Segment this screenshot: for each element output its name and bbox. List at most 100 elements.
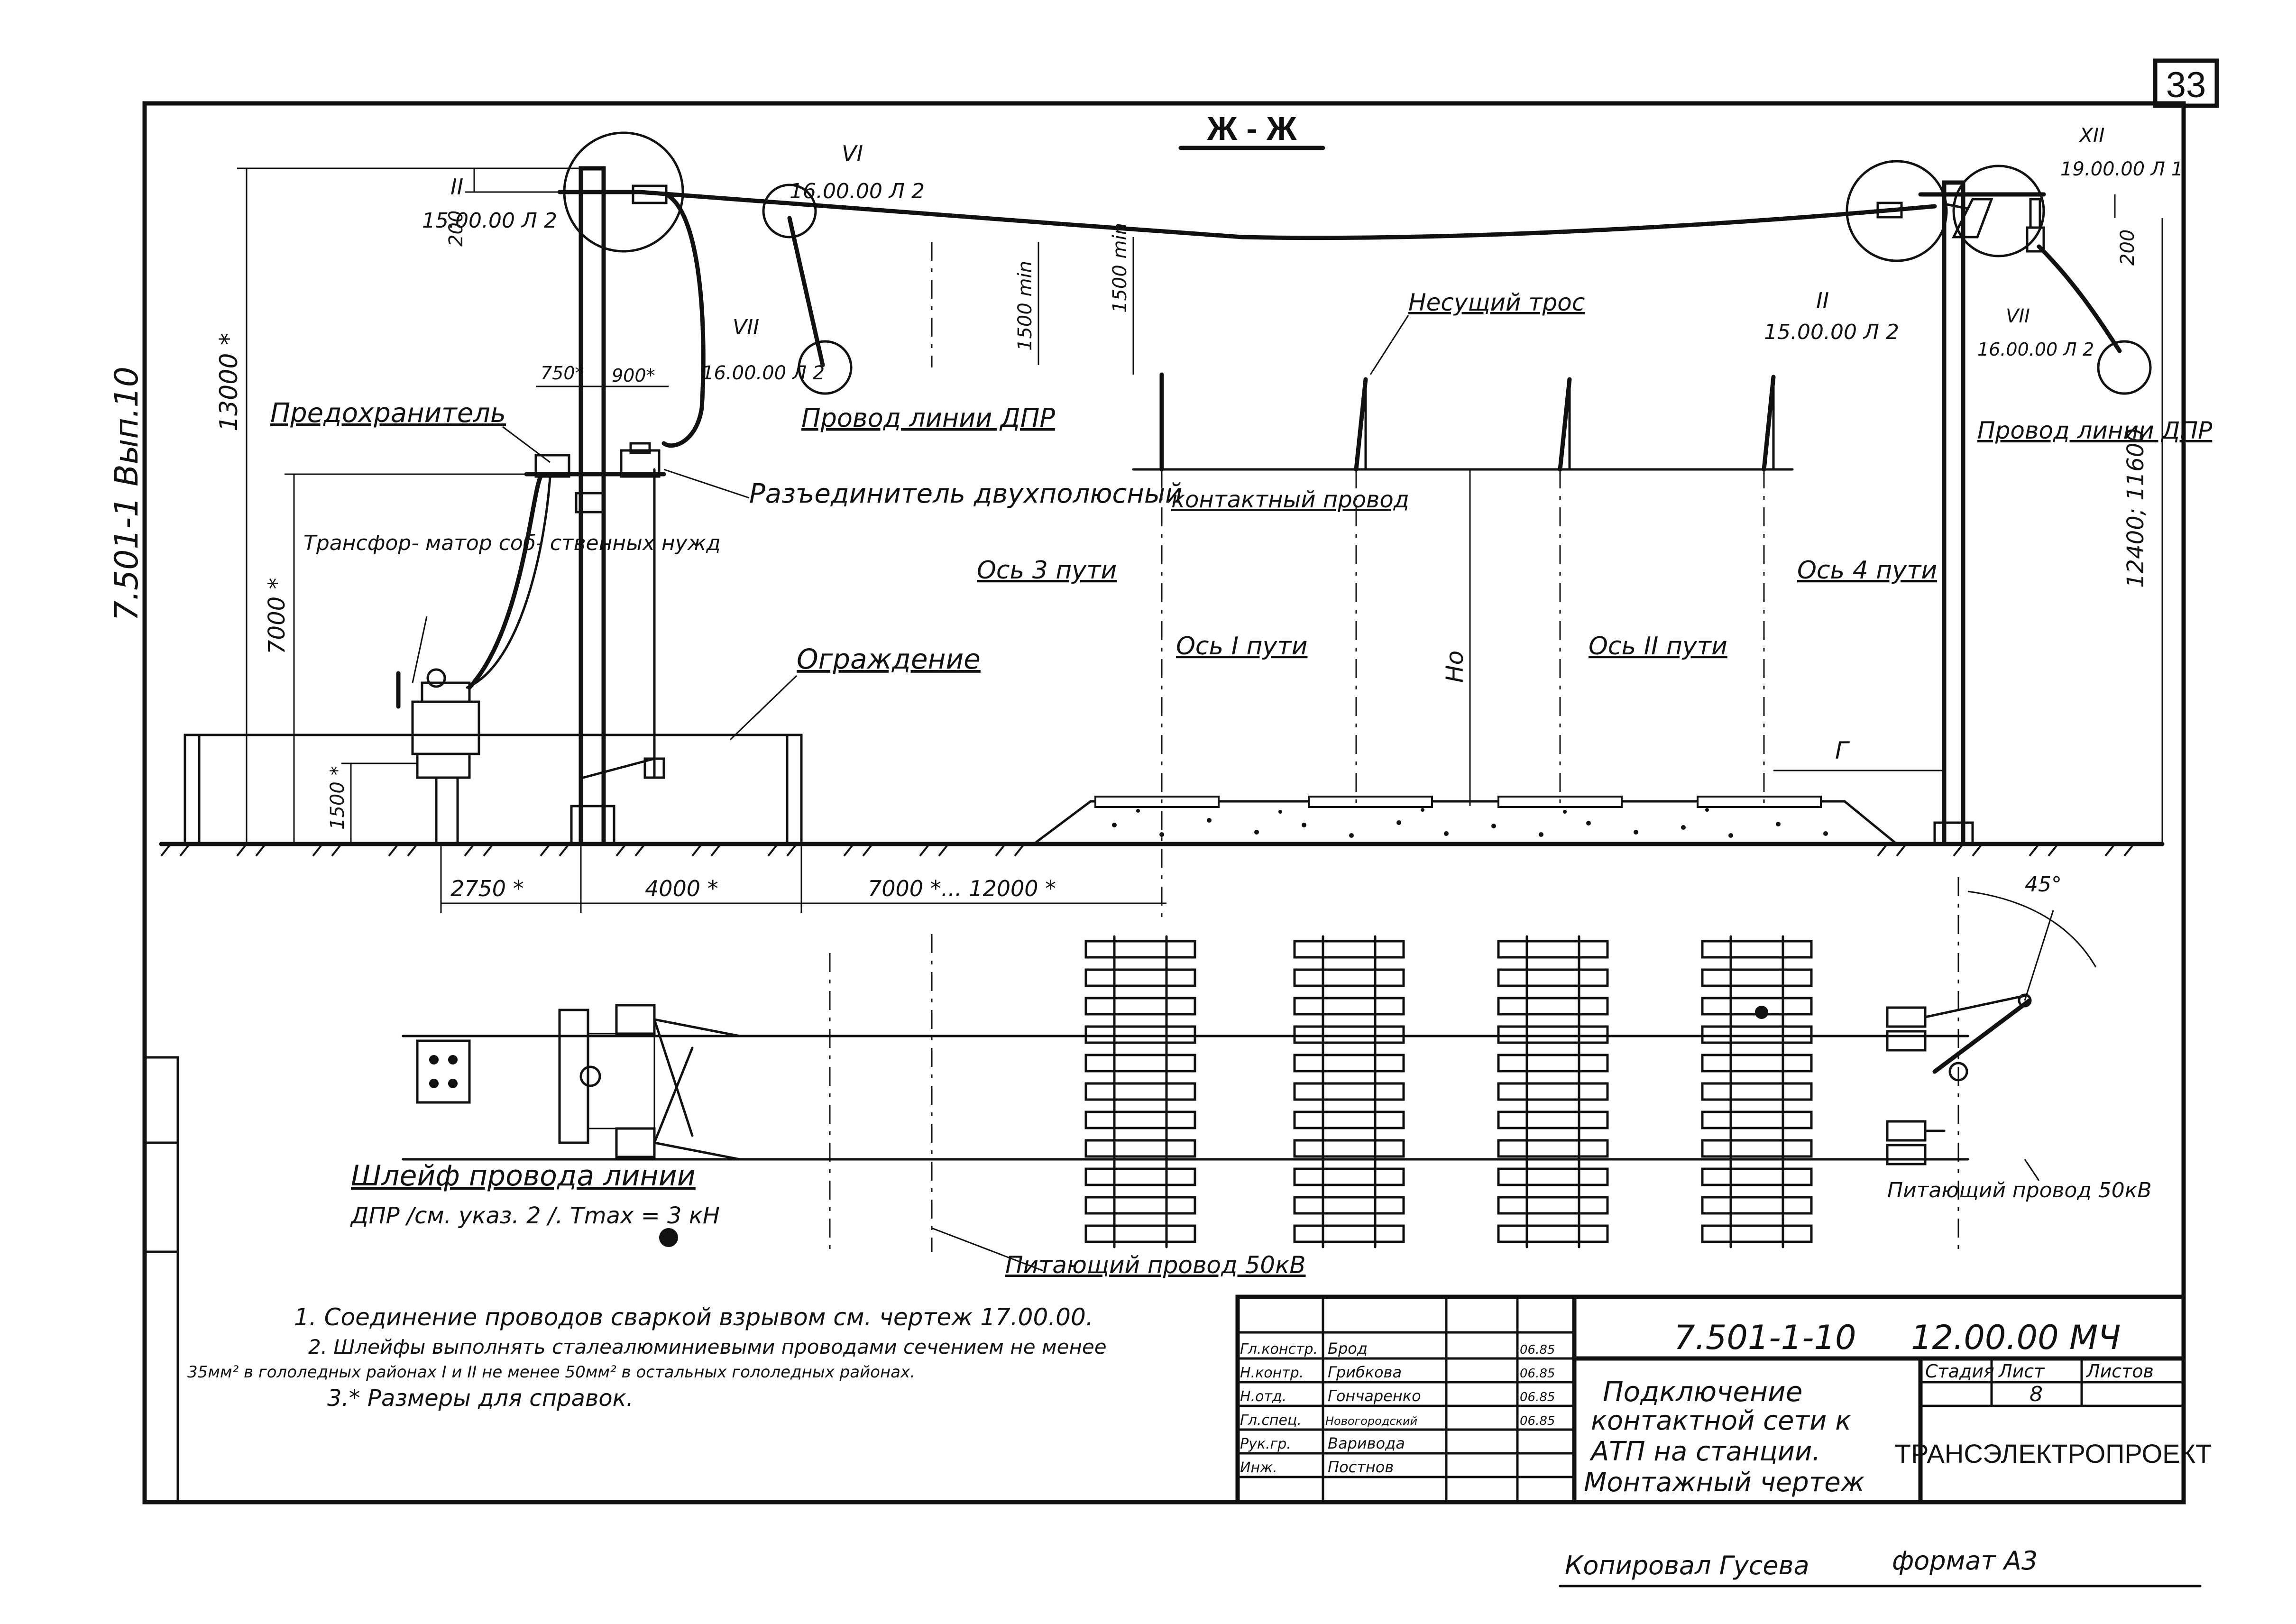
side-code: 7.501-1 Вып.10	[108, 367, 146, 621]
tb-drawing-code: 12.00.00 МЧ	[1911, 1318, 2121, 1357]
tb-title-4: Монтажный чертеж	[1584, 1467, 1864, 1498]
fuse-label: Предохранитель	[270, 398, 506, 429]
tb-title-3: АТП на станции.	[1589, 1436, 1820, 1467]
dim-1500min-a: 1500 min	[1014, 261, 1036, 351]
disconnector-label: Разъединитель двухполюсный	[749, 478, 1183, 509]
dim-12400: 12400; 11600	[2122, 428, 2149, 588]
dim-4000: 4000 *	[645, 876, 718, 901]
notes: 1. Соединение проводов сваркой взрывом с…	[187, 1303, 1107, 1412]
axis2-label: Ось II пути	[1589, 632, 1727, 661]
title-block: 7.501-1-10 12.00.00 МЧ Подключение конта…	[1235, 1294, 2212, 1505]
dpr-line-left-label: Провод линии ДПР	[801, 403, 1055, 433]
axis1-label: Ось I пути	[1176, 632, 1307, 661]
section-label-group: Ж - Ж	[1178, 110, 1325, 150]
dim-angle45: 45°	[2025, 872, 2062, 897]
bottom-dimension-line	[440, 844, 1166, 913]
feeder-wire	[557, 190, 1937, 240]
dim-200-left: 200	[445, 211, 467, 247]
track-rails	[1094, 796, 1822, 808]
right-callout-code: 15.00.00 Л 2	[1764, 320, 1899, 344]
left-dimensions	[237, 167, 2163, 844]
drawing-labels: II 15.00.00 Л 2 VI 16.00.00 Л 2 VII 16.0…	[270, 124, 2213, 1279]
far2-callout-code: 16.00.00 Л 2	[1977, 339, 2094, 360]
tb-name-4: Варивода	[1328, 1434, 1405, 1452]
tb-sheets-hdr: Листов	[2085, 1361, 2154, 1382]
left-mast	[524, 166, 666, 846]
dim-2750: 2750 *	[450, 876, 524, 901]
feeder-right-label: Питающий провод 50кВ	[1887, 1178, 2152, 1202]
note-2: 2. Шлейфы выполнять сталеалюминиевыми пр…	[308, 1335, 1107, 1358]
tb-title-1: Подключение	[1603, 1376, 1802, 1408]
tb-sheet-val: 8	[2030, 1382, 2043, 1406]
catenary-droppers	[1132, 372, 1794, 472]
loop-label-2: ДПР /см. указ. 2 /. Tmax = 3 кН	[350, 1202, 720, 1229]
callout-circles	[563, 131, 2152, 395]
dim-900: 900*	[612, 365, 655, 386]
ballast-prism	[1030, 796, 1901, 845]
g-label: Г	[1835, 737, 1850, 764]
dpr-line-right-label: Провод линии ДПР	[1977, 417, 2213, 444]
left-callout-code: 15.00.00 Л 2	[422, 209, 557, 233]
contact-wire-label: контактный провод	[1171, 486, 1409, 513]
feeder-bottom-label: Питающий провод 50кВ	[1005, 1251, 1306, 1279]
right-mast	[1876, 180, 2046, 846]
tb-role-3: Гл.спец.	[1240, 1412, 1302, 1429]
tb-name-0: Брод	[1328, 1340, 1368, 1358]
tb-role-1: Н.контр.	[1240, 1365, 1304, 1381]
tb-doc-code: 7.501-1-10	[1674, 1318, 1856, 1357]
axis3-label: Ось 3 пути	[977, 556, 1117, 585]
tb-name-5: Постнов	[1328, 1458, 1394, 1476]
fence-label: Ограждение	[797, 643, 981, 675]
tie-blocks	[1084, 935, 1813, 1248]
top-callout-num: VI	[842, 141, 863, 166]
copied-by: Копировал Гусева	[1565, 1551, 1809, 1580]
left-callout-num: II	[450, 174, 463, 200]
tb-role-5: Инж.	[1240, 1459, 1277, 1476]
tb-role-2: Н.отд.	[1240, 1388, 1286, 1405]
tb-stage-hdr: Стадия	[1925, 1361, 1994, 1382]
note-3: 3.* Размеры для справок.	[327, 1385, 634, 1412]
dim-1500min-b: 1500 min	[1109, 223, 1131, 313]
dimension-texts: 13000 * 7000 * 1500 * 12400; 11600 200 2…	[215, 211, 2149, 901]
tb-date-2: 06.85	[1520, 1390, 1555, 1404]
dim-7000-12000: 7000 *... 12000 *	[868, 876, 1056, 901]
dpr-drop-right	[2037, 244, 2122, 353]
dim-1500: 1500 *	[327, 766, 349, 830]
axis4-label: Ось 4 пути	[1797, 556, 1937, 585]
plan-view	[402, 877, 2097, 1272]
tb-name-3: Новогородский	[1325, 1414, 1417, 1428]
tb-name-1: Грибкова	[1328, 1363, 1402, 1381]
dim-7000: 7000 *	[264, 578, 290, 654]
tb-date-3: 06.85	[1520, 1414, 1555, 1428]
tb-sheet-hdr: Лист	[1998, 1361, 2045, 1382]
mid-callout-num: VII	[733, 315, 759, 339]
format-label: формат А3	[1892, 1546, 2038, 1576]
note-2-cont: 35мм² в гололедных районах I и II не мен…	[187, 1363, 915, 1382]
top-callout-code: 16.00.00 Л 2	[790, 179, 925, 203]
section-label: Ж - Ж	[1207, 110, 1297, 147]
tb-title-2: контактной сети к	[1591, 1405, 1851, 1436]
dim-750: 750*	[541, 363, 584, 384]
right-callout-num: II	[1816, 288, 1829, 313]
tb-role-0: Гл.констр.	[1240, 1341, 1318, 1358]
tb-org: ТРАНСЭЛЕКТРОПРОЕКТ	[1895, 1439, 2212, 1468]
ho-label: Hо	[1441, 651, 1469, 683]
dim-13000: 13000 *	[215, 333, 243, 431]
tb-role-4: Рук.гр.	[1240, 1436, 1291, 1452]
far2-callout-num: VII	[2006, 305, 2030, 327]
track-axes	[931, 242, 1944, 920]
sheet-number-box: 33	[2153, 58, 2219, 108]
footer: Копировал Гусева формат А3	[1559, 1546, 2202, 1587]
transformer-label: Трансфор- матор соб- ственных нужд	[303, 531, 721, 555]
tb-date-0: 06.85	[1520, 1343, 1555, 1357]
mid-callout-code: 16.00.00 Л 2	[702, 362, 825, 384]
dim-200-right: 200	[2117, 229, 2139, 266]
sheet-number: 33	[2166, 65, 2206, 105]
messenger-label: Несущий трос	[1408, 289, 1585, 316]
far-callout-code: 19.00.00 Л 1	[2060, 158, 2183, 180]
sheet-frame	[142, 101, 2186, 1505]
far-callout-num: XII	[2078, 124, 2105, 147]
tb-date-1: 06.85	[1520, 1367, 1555, 1381]
tb-name-2: Гончаренко	[1328, 1387, 1421, 1405]
